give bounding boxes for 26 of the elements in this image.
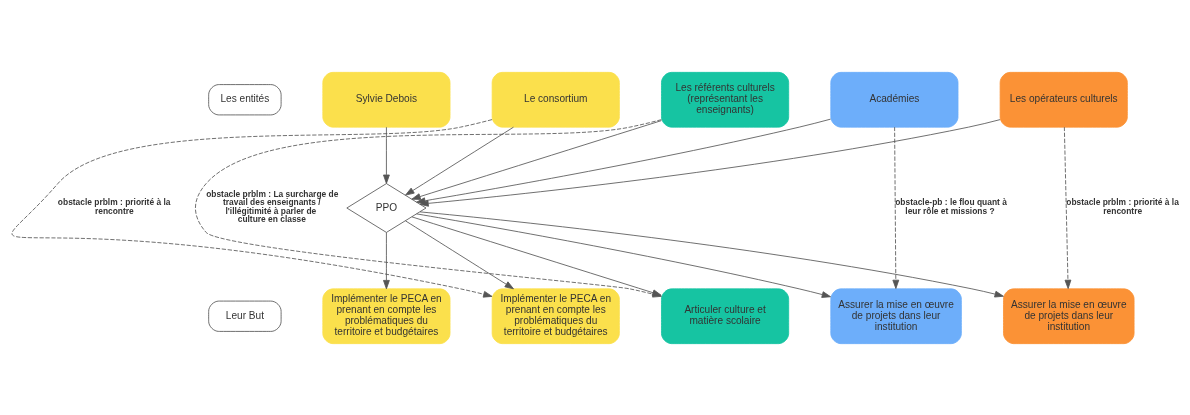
node-box: Le consortium: [491, 71, 620, 128]
node-box: Les référents culturels (représentant les enseignants): [661, 71, 790, 128]
edge-label: obstacle prblm : priorité à la rencontre: [1066, 196, 1179, 216]
arrow: [383, 126, 390, 184]
node-box: Articuler culture et matière scolaire: [661, 287, 790, 344]
node-box: Assurer la mise en œuvre de projets dans leur institution: [1003, 287, 1135, 344]
arrow: [405, 219, 514, 289]
edge-label: obstacle-pb : le flou quant à leur rôle et missions ?: [895, 196, 1007, 216]
arrow: [383, 231, 390, 289]
node-box: Sylvie Debois: [322, 71, 451, 128]
edge-label: obstacle prblm : priorité à la rencontre: [57, 196, 171, 216]
arrow: [405, 126, 514, 196]
node-box: Assurer la mise en œuvre de projets dans leur institution: [830, 287, 962, 344]
arrow: [411, 119, 662, 200]
node-box: Les opérateurs culturels: [999, 71, 1128, 128]
arrow: [892, 126, 900, 289]
node-box: Implémenter le PECA en prenant en compte les problématiques du territoire et budgétaires: [491, 287, 620, 344]
arrow: [416, 118, 831, 204]
node-box: Leur But: [208, 300, 282, 332]
arrow: [12, 118, 493, 298]
node-box: Implémenter le PECA en prenant en compte les problématiques du territoire et budgétaires: [322, 287, 451, 344]
node-box: Les entités: [208, 83, 282, 115]
node-box: Académies: [830, 71, 959, 128]
arrow: [419, 118, 1001, 207]
edge-label: obstacle prblm : La surcharge de travail des enseignants / l'illégitimité à parler de culture en classe: [206, 188, 339, 224]
arrow: [1063, 126, 1072, 289]
